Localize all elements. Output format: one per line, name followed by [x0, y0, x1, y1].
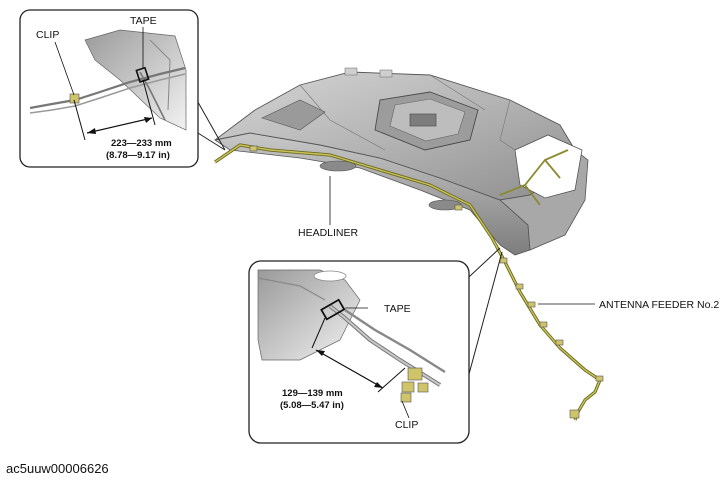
bottom-dimension-mm: 129—139 mm	[282, 388, 343, 399]
top-inset: CLIP TAPE 223—233 mm (8.78—9.17 in)	[19, 9, 226, 168]
antenna-feeder-harness	[214, 143, 604, 421]
bottom-tape-label: TAPE	[384, 303, 411, 315]
top-clip-label: CLIP	[36, 29, 59, 41]
top-tape-label: TAPE	[130, 15, 157, 27]
top-dimension-in: (8.78—9.17 in)	[106, 150, 170, 161]
headliner-body	[213, 67, 589, 256]
bottom-clip-label: CLIP	[395, 419, 418, 431]
bottom-dimension-in: (5.08—5.47 in)	[280, 400, 344, 411]
top-dimension-mm: 223—233 mm	[111, 138, 172, 149]
bottom-inset: TAPE CLIP 129—139 mm (5.08—5.47 in)	[248, 247, 503, 444]
antenna-feeder-label: ANTENNA FEEDER No.2	[599, 299, 719, 311]
headliner-label: HEADLINER	[298, 227, 359, 239]
reference-code: ac5uuw00006626	[6, 461, 109, 476]
clip-leader-line-top	[54, 41, 75, 96]
